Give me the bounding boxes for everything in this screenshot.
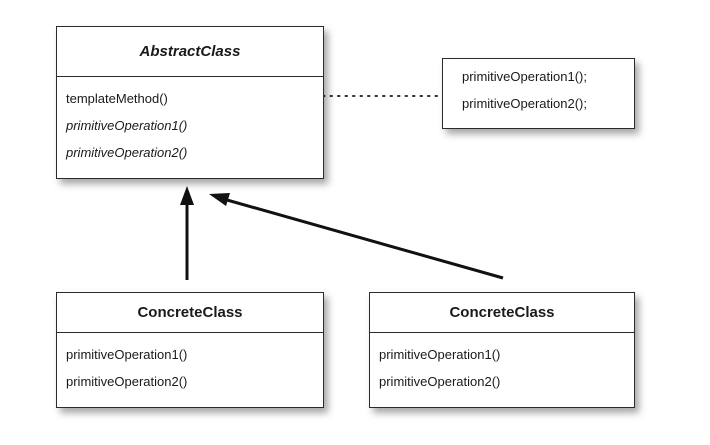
- concrete-primitive-operation-1: primitiveOperation1(): [379, 347, 501, 362]
- template-method: templateMethod(): [66, 91, 168, 106]
- concrete-primitive-operation-2: primitiveOperation2(): [66, 374, 188, 389]
- abstract-primitive-operation-2: primitiveOperation2(): [66, 145, 188, 160]
- concrete-class-name: ConcreteClass: [370, 293, 634, 333]
- concrete-class-name: ConcreteClass: [57, 293, 323, 333]
- concrete-class-box-right: ConcreteClass primitiveOperation1() prim…: [369, 292, 635, 408]
- arrowhead-left: [180, 186, 194, 205]
- note-line-1: primitiveOperation1();: [462, 69, 587, 84]
- abstract-primitive-operation-1: primitiveOperation1(): [66, 118, 188, 133]
- concrete-class-box-left: ConcreteClass primitiveOperation1() prim…: [56, 292, 324, 408]
- template-note-box: primitiveOperation1(); primitiveOperatio…: [442, 58, 635, 129]
- arrowhead-right: [209, 193, 230, 206]
- abstract-class-name: AbstractClass: [57, 27, 323, 77]
- concrete-primitive-operation-2: primitiveOperation2(): [379, 374, 501, 389]
- inheritance-arrow-right: [219, 196, 504, 280]
- abstract-class-box: AbstractClass templateMethod() primitive…: [56, 26, 324, 179]
- note-line-2: primitiveOperation2();: [462, 96, 587, 111]
- concrete-primitive-operation-1: primitiveOperation1(): [66, 347, 188, 362]
